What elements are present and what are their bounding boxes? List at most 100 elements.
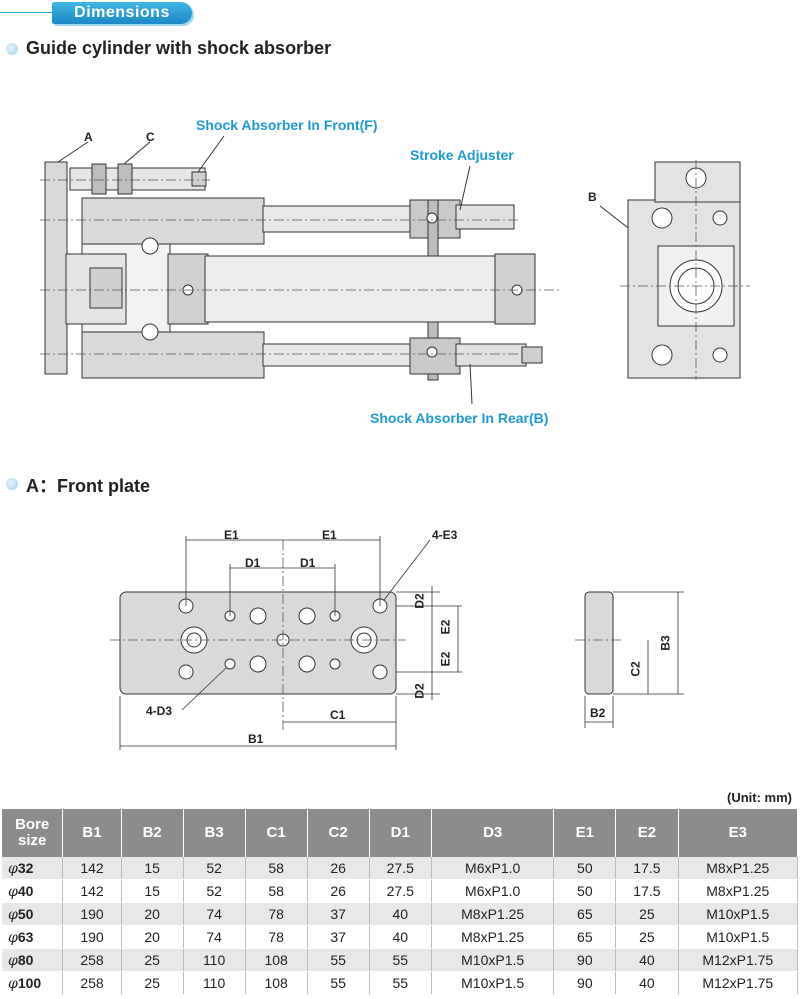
table-header-cell: E2 xyxy=(615,809,679,857)
table-cell: 90 xyxy=(553,971,617,995)
table-cell: M10xP1.5 xyxy=(431,971,555,995)
dim-4-e3: 4-E3 xyxy=(432,528,458,542)
table-cell: M8xP1.25 xyxy=(678,879,799,903)
dim-d2-top: D2 xyxy=(412,593,427,609)
table-cell: M10xP1.5 xyxy=(678,902,799,926)
table-cell: 190 xyxy=(62,902,122,926)
table-cell: 58 xyxy=(245,879,308,903)
table-cell: 25 xyxy=(121,971,184,995)
label-c: C xyxy=(146,130,155,144)
dim-b3: B3 xyxy=(658,635,673,651)
guide-cylinder-drawing xyxy=(40,135,750,405)
table-cell: 110 xyxy=(183,971,246,995)
bore-size-cell: φ50 xyxy=(2,902,64,926)
table-cell: M10xP1.5 xyxy=(678,925,799,949)
bullet-icon xyxy=(6,478,18,490)
table-cell: M12xP1.75 xyxy=(678,948,799,972)
table-cell: 65 xyxy=(553,925,617,949)
table-cell: 26 xyxy=(307,857,370,880)
table-cell: M6xP1.0 xyxy=(431,879,555,903)
section-tab-dimensions: Dimensions xyxy=(52,2,192,24)
phi-symbol: φ xyxy=(8,860,18,877)
phi-symbol: φ xyxy=(8,975,18,992)
table-header-cell: E3 xyxy=(678,809,799,857)
dim-c2: C2 xyxy=(628,661,643,677)
table-cell: 74 xyxy=(183,902,246,926)
table-cell: 40 xyxy=(615,948,679,972)
table-cell: 27.5 xyxy=(369,879,432,903)
table-cell: 78 xyxy=(245,902,308,926)
table-header-cell: B2 xyxy=(121,809,184,857)
phi-symbol: φ xyxy=(8,929,18,946)
table-cell: M12xP1.75 xyxy=(678,971,799,995)
table-cell: M6xP1.0 xyxy=(431,857,555,880)
table-cell: 27.5 xyxy=(369,857,432,880)
bore-size-cell: φ100 xyxy=(2,971,64,995)
table-header-cell: D1 xyxy=(369,809,432,857)
bore-size-cell: φ40 xyxy=(2,879,64,903)
table-cell: 108 xyxy=(245,971,308,995)
table-cell: 65 xyxy=(553,902,617,926)
table-cell: 142 xyxy=(62,857,122,880)
table-cell: 15 xyxy=(121,879,184,903)
dim-4-d3: 4-D3 xyxy=(146,704,173,718)
table-cell: 55 xyxy=(307,948,370,972)
table-header-cell: B1 xyxy=(62,809,122,857)
table-header-cell: E1 xyxy=(553,809,617,857)
table-header-cell: C1 xyxy=(245,809,308,857)
dim-d2-bottom: D2 xyxy=(412,683,427,699)
header-rule xyxy=(0,12,60,13)
dim-c1: C1 xyxy=(330,708,346,722)
callout-shock-absorber-front: Shock Absorber In Front(F) xyxy=(196,117,378,133)
table-cell: 74 xyxy=(183,925,246,949)
front-plate-drawing xyxy=(110,536,684,750)
callout-stroke-adjuster: Stroke Adjuster xyxy=(410,147,514,163)
bore-size-cell: φ32 xyxy=(2,857,64,880)
table-cell: 58 xyxy=(245,857,308,880)
table-cell: 110 xyxy=(183,948,246,972)
table-header-cell: D3 xyxy=(431,809,555,857)
section-title-guide-cylinder: Guide cylinder with shock absorber xyxy=(26,38,332,58)
dim-e1-right: E1 xyxy=(322,528,337,542)
table-cell: 78 xyxy=(245,925,308,949)
dim-d1-right: D1 xyxy=(300,556,316,570)
table-cell: 52 xyxy=(183,857,246,880)
dim-b1: B1 xyxy=(248,732,264,746)
table-cell: 37 xyxy=(307,902,370,926)
table-cell: 90 xyxy=(553,948,617,972)
table-cell: 108 xyxy=(245,948,308,972)
dim-d1-left: D1 xyxy=(245,556,261,570)
table-cell: 25 xyxy=(615,925,679,949)
table-cell: 190 xyxy=(62,925,122,949)
callout-shock-absorber-rear: Shock Absorber In Rear(B) xyxy=(370,410,549,426)
table-cell: 20 xyxy=(121,925,184,949)
table-header-cell: C2 xyxy=(307,809,370,857)
table-cell: 40 xyxy=(369,902,432,926)
table-cell: M8xP1.25 xyxy=(431,902,555,926)
table-cell: 17.5 xyxy=(615,857,679,880)
table-cell: 52 xyxy=(183,879,246,903)
table-cell: 25 xyxy=(121,948,184,972)
table-cell: M8xP1.25 xyxy=(678,857,799,880)
table-cell: 40 xyxy=(369,925,432,949)
phi-symbol: φ xyxy=(8,883,18,900)
table-cell: 25 xyxy=(615,902,679,926)
table-cell: 50 xyxy=(553,857,617,880)
table-cell: 37 xyxy=(307,925,370,949)
table-cell: 26 xyxy=(307,879,370,903)
table-cell: 258 xyxy=(62,971,122,995)
phi-symbol: φ xyxy=(8,906,18,923)
table-cell: 55 xyxy=(369,948,432,972)
table-cell: 142 xyxy=(62,879,122,903)
bullet-icon xyxy=(6,43,18,55)
unit-label: (Unit: mm) xyxy=(727,790,792,805)
table-cell: M8xP1.25 xyxy=(431,925,555,949)
